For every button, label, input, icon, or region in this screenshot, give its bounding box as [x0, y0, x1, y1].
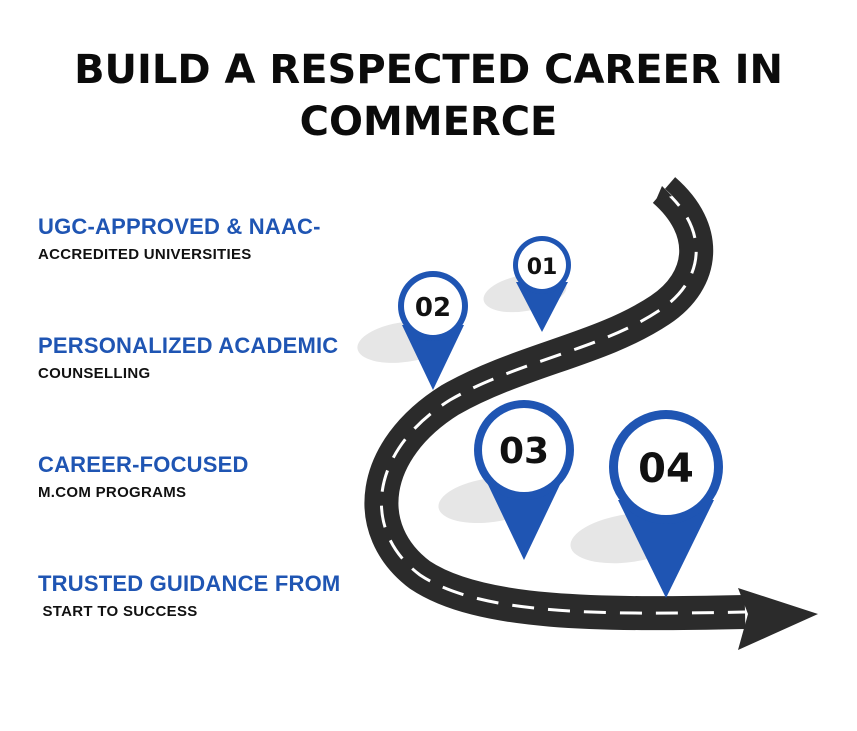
marker-label-02: 02: [415, 293, 451, 323]
road-icon: [364, 177, 746, 631]
marker-label-01: 01: [527, 255, 558, 280]
feature-item-2: PERSONALIZED ACADEMIC COUNSELLING: [38, 333, 338, 383]
feature-heading: UGC-APPROVED & NAAC-: [38, 214, 321, 239]
map-pin-02: 02: [357, 271, 468, 390]
feature-heading: CAREER-FOCUSED: [38, 452, 249, 477]
map-pin-01: 01: [483, 236, 571, 332]
feature-subtext: M.COM PROGRAMS: [38, 484, 187, 501]
feature-item-4: TRUSTED GUIDANCE FROM START TO SUCCESS: [38, 571, 340, 621]
map-pin-03: 03: [438, 400, 574, 560]
feature-heading: TRUSTED GUIDANCE FROM: [38, 571, 341, 596]
map-pin-04: 04: [570, 410, 723, 598]
page-title-line-2: COMMERCE: [299, 99, 558, 145]
feature-subtext: COUNSELLING: [38, 365, 151, 382]
page-title: BUILD A RESPECTED CAREER IN COMMERCE: [0, 44, 857, 148]
feature-item-3: CAREER-FOCUSED M.COM PROGRAMS: [38, 452, 249, 502]
marker-label-03: 03: [499, 431, 549, 472]
feature-subtext: START TO SUCCESS: [38, 603, 198, 620]
feature-subtext: ACCREDITED UNIVERSITIES: [38, 246, 252, 263]
feature-heading: PERSONALIZED ACADEMIC: [38, 333, 339, 358]
page-title-line-1: BUILD A RESPECTED CAREER IN: [74, 47, 783, 93]
feature-item-1: UGC-APPROVED & NAAC- ACCREDITED UNIVERSI…: [38, 214, 321, 264]
arrow-head-icon: [738, 588, 818, 650]
marker-label-04: 04: [638, 446, 694, 492]
